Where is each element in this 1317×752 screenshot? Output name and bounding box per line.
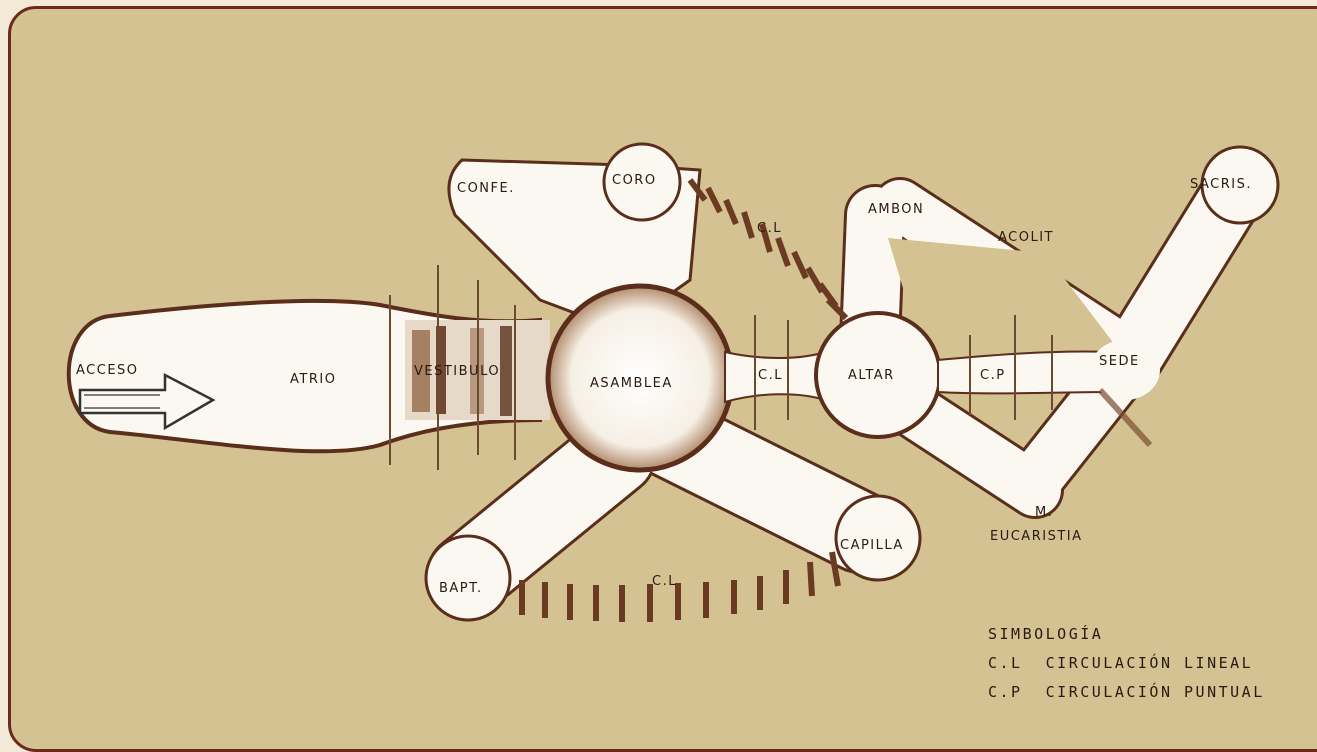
- label-capilla: CAPILLA: [840, 538, 904, 553]
- legend-title: SIMBOLOGÍA: [988, 624, 1103, 643]
- label-cl-bottom: C.L: [652, 574, 677, 589]
- label-acolit: ACOLIT: [998, 230, 1054, 245]
- label-sede: SEDE: [1099, 354, 1140, 369]
- bapt-circle: [426, 536, 510, 620]
- label-ambon: AMBON: [868, 202, 924, 217]
- label-confe: CONFE.: [457, 181, 515, 196]
- label-vestibulo: VESTIBULO: [414, 364, 500, 379]
- label-coro: CORO: [612, 173, 657, 188]
- label-m: M.: [1035, 505, 1053, 520]
- label-sacris: SACRIS.: [1190, 177, 1252, 192]
- legend-punctual: C.P CIRCULACIÓN PUNTUAL: [988, 682, 1265, 701]
- circulation-diagram: ACCESO ATRIO VESTIBULO ASAMBLEA CONFE. C…: [0, 0, 1317, 727]
- cp-link: [938, 352, 1110, 394]
- legend: SIMBOLOGÍA C.L CIRCULACIÓN LINEAL C.P CI…: [988, 624, 1265, 701]
- cl-top-stripes: [690, 180, 846, 318]
- cl-bottom-stripes: [522, 552, 838, 622]
- label-cl-top: C.L: [757, 221, 782, 236]
- diagram-frame: ACCESO ATRIO VESTIBULO ASAMBLEA CONFE. C…: [0, 0, 1317, 727]
- label-bapt: BAPT.: [439, 581, 483, 596]
- label-asamblea: ASAMBLEA: [590, 376, 673, 391]
- label-eucaristia: EUCARISTIA: [990, 529, 1083, 544]
- label-cp: C.P: [980, 368, 1006, 383]
- label-acceso: ACCESO: [76, 363, 139, 378]
- label-cl-middle: C.L: [758, 368, 783, 383]
- label-altar: ALTAR: [848, 368, 895, 383]
- label-atrio: ATRIO: [290, 372, 336, 387]
- legend-linear: C.L CIRCULACIÓN LINEAL: [988, 653, 1253, 672]
